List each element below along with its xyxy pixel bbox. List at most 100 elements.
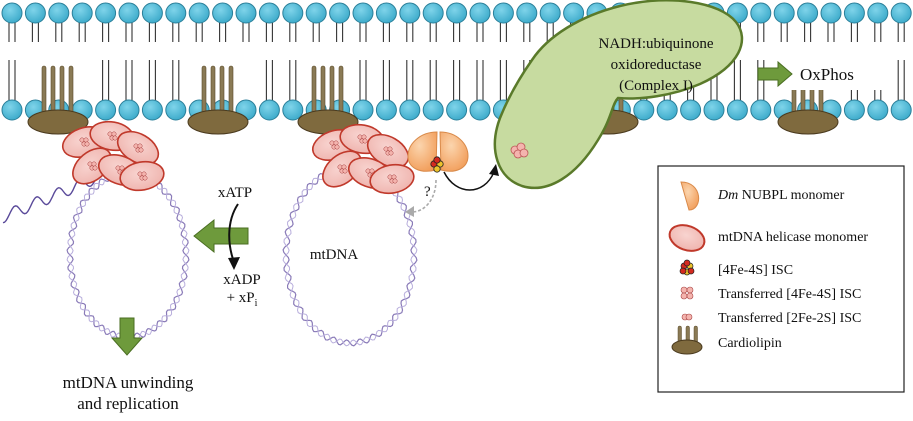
legend-item: Transferred [2Fe-2S] ISC [681,311,861,326]
legend-label: Transferred [4Fe-4S] ISC [718,287,861,302]
lipid-head [352,99,374,121]
uncertain-transfer-arrowhead [405,206,414,217]
lipid-head [352,2,374,24]
transferred-cluster [87,161,98,171]
outcome-line2: and replication [77,394,179,413]
helicase-monomer [119,160,165,192]
lipid-head [750,99,772,121]
complex-i-label-line3: (Complex I) [619,78,693,94]
helicase-hexamer-right [311,123,415,195]
lipid-head [469,2,491,24]
lipid-head [165,99,187,121]
lipid-head [165,2,187,24]
lipid-head [773,2,795,24]
lipid-head [843,99,865,121]
transferred-cluster [329,140,340,150]
complex-i-label-line1: NADH:ubiquinone [599,36,714,52]
lipid-head [329,2,351,24]
complex-i-shape [493,0,744,190]
outcome-line1: mtDNA unwinding [63,373,194,392]
transferred-cluster [383,146,394,156]
lipid-head [399,2,421,24]
lipid-head [141,99,163,121]
transferred-cluster [133,143,144,153]
lipid-head [212,2,234,24]
transferred-cluster [107,131,118,141]
complex-i-label-line2: oxidoreductase [611,57,702,73]
lipid-head [71,2,93,24]
lipid-head [48,2,70,24]
legend-item: [4Fe-4S] ISC [679,259,793,278]
lipid-head [703,99,725,121]
transferred-cluster [387,174,398,184]
unwinding-arrow [110,317,144,356]
lipid-head [890,2,912,24]
transferred-fe2s-icon [681,313,693,321]
complex-i-cluster-icon [510,142,529,159]
lipid-head [750,2,772,24]
legend-item: Dm NUBPL monomer [680,181,845,211]
fe4s-cluster-on-nubpl [430,156,444,173]
legend-label: [4Fe-4S] ISC [718,263,793,278]
helicase-monomer [369,163,415,195]
lipid-head [1,2,23,24]
legend-item: Cardiolipin [671,325,782,355]
cardiolipin [297,65,359,135]
uncertain-transfer-arrow [411,179,437,213]
lipid-head [95,99,117,121]
lipid-head [188,2,210,24]
lipid-head [680,99,702,121]
lipid-head [118,2,140,24]
legend-label: Cardiolipin [718,336,782,351]
nubpl-monomer-icon [680,181,699,211]
lipid-head [492,2,514,24]
transferred-cluster [337,164,348,174]
transferred-cluster [79,137,90,147]
transferred-fe4s-icon [680,286,694,300]
legend-label: mtDNA helicase monomer [718,230,868,245]
helicase-monomer [72,147,112,185]
helicase-monomer [322,150,362,188]
cardiolipin [187,65,249,135]
lipid-head [820,2,842,24]
legend: Dm NUBPL monomer mtDNA helicase monomer [4… [657,165,905,393]
legend-label: Dm NUBPL monomer [717,188,845,203]
lipid-head [1,99,23,121]
atp-label: xATP [218,185,252,201]
lipid-head [24,2,46,24]
lipid-head [422,99,444,121]
adp-label: xADP [223,272,261,288]
transferred-cluster [357,134,368,144]
lipid-head [633,99,655,121]
lipid-head [422,2,444,24]
lipid-head [539,2,561,24]
lipid-head [656,99,678,121]
lipid-head [141,2,163,24]
dna-strand [66,169,190,341]
helicase-monomer [116,130,160,166]
lipid-head [235,2,257,24]
dna-strand [66,169,190,341]
mtdna-label: mtDNA [310,247,359,263]
lipid-head [282,99,304,121]
lipid-head [446,2,468,24]
lipid-head [516,2,538,24]
transferred-cluster [137,171,148,181]
lipid-head [258,99,280,121]
lipid-head [375,99,397,121]
lipid-head [118,99,140,121]
lipid-head [726,99,748,121]
cardiolipin-icon [671,325,703,355]
lipid-head [258,2,280,24]
lipid-head [375,2,397,24]
lipid-head [95,2,117,24]
question-mark: ? [424,184,431,200]
legend-item: mtDNA helicase monomer [668,224,868,252]
atp-hydrolysis-arrow [193,203,249,270]
lipid-head [797,2,819,24]
lipid-head [890,99,912,121]
legend-item: Transferred [4Fe-4S] ISC [680,286,861,302]
cluster-transfer-arrow [443,171,495,191]
helicase-hexamer-left [61,120,165,192]
mtdna-loop-unwinding [2,169,190,341]
